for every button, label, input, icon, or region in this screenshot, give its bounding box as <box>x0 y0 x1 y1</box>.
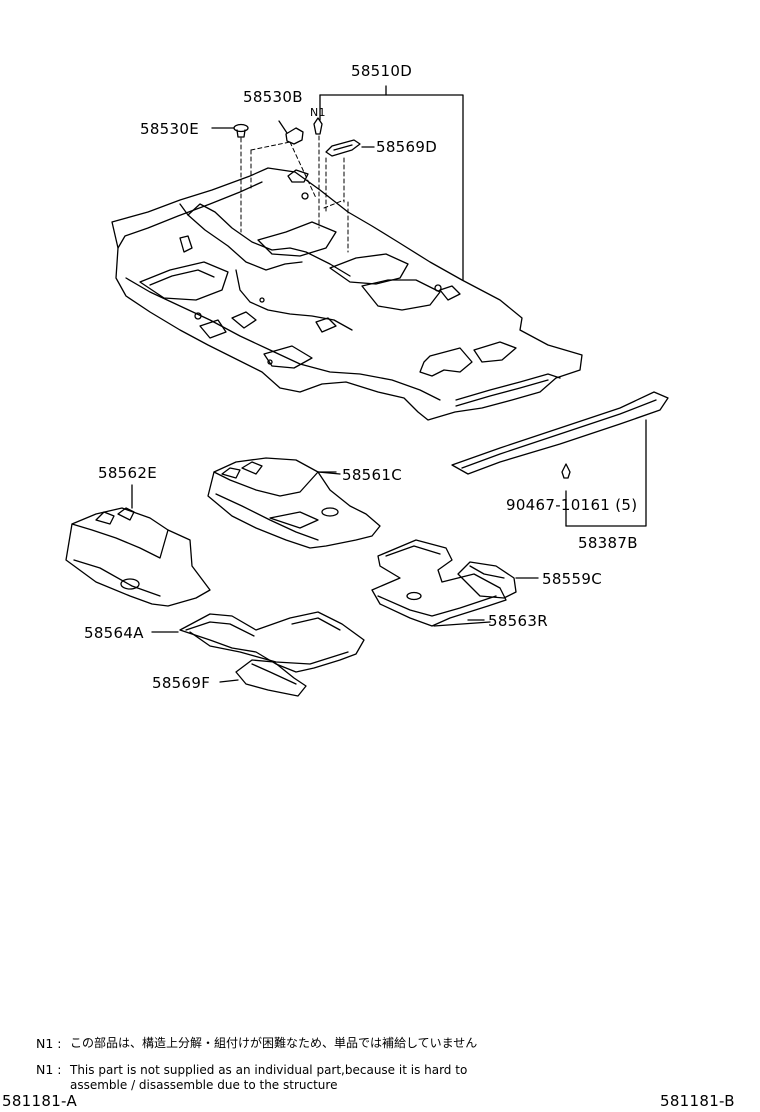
label-n1-marker: N1 <box>310 106 326 119</box>
footer-code-right: 581181-B <box>660 1092 735 1110</box>
dashed-projection-lines <box>240 135 349 253</box>
clip-90467 <box>561 463 571 479</box>
clip-58530b <box>278 120 304 145</box>
label-58569f: 58569F <box>152 674 211 692</box>
note-en-tag: N1 : <box>36 1062 62 1077</box>
mat-58562e <box>65 484 211 607</box>
mat-58561c <box>207 457 381 549</box>
mat-58564a <box>151 611 365 673</box>
label-58387b: 58387B <box>578 534 638 552</box>
note-en-line1: This part is not supplied as an individu… <box>70 1063 468 1077</box>
pad-58569f <box>219 659 307 697</box>
label-58564a: 58564A <box>84 624 144 642</box>
note-en-line2: assemble / disassemble due to the struct… <box>70 1078 338 1092</box>
sill-plate-58387b <box>451 391 669 527</box>
pad-58569d <box>325 139 361 157</box>
leader-lines-top <box>211 85 464 281</box>
label-58510d: 58510D <box>351 62 413 80</box>
pad-58559c <box>457 561 539 599</box>
mat-58563r <box>371 539 507 627</box>
label-58563r: 58563R <box>488 612 548 630</box>
label-90467: 90467-10161 (5) <box>506 496 638 514</box>
clip-n1 <box>313 117 323 135</box>
clip-58530e <box>233 123 249 138</box>
footer-code-left: 581181-A <box>2 1092 78 1110</box>
note-jp-text: この部品は、構造上分解・組付けが困難なため、単品では補給していません <box>70 1036 478 1050</box>
label-58562e: 58562E <box>98 464 157 482</box>
note-jp-tag: N1 : <box>36 1036 62 1051</box>
label-58559c: 58559C <box>542 570 602 588</box>
label-58530b: 58530B <box>243 88 303 106</box>
label-58561c: 58561C <box>342 466 402 484</box>
label-58569d: 58569D <box>376 138 438 156</box>
floor-carpet-58510d <box>111 167 583 421</box>
label-58530e: 58530E <box>140 120 199 138</box>
